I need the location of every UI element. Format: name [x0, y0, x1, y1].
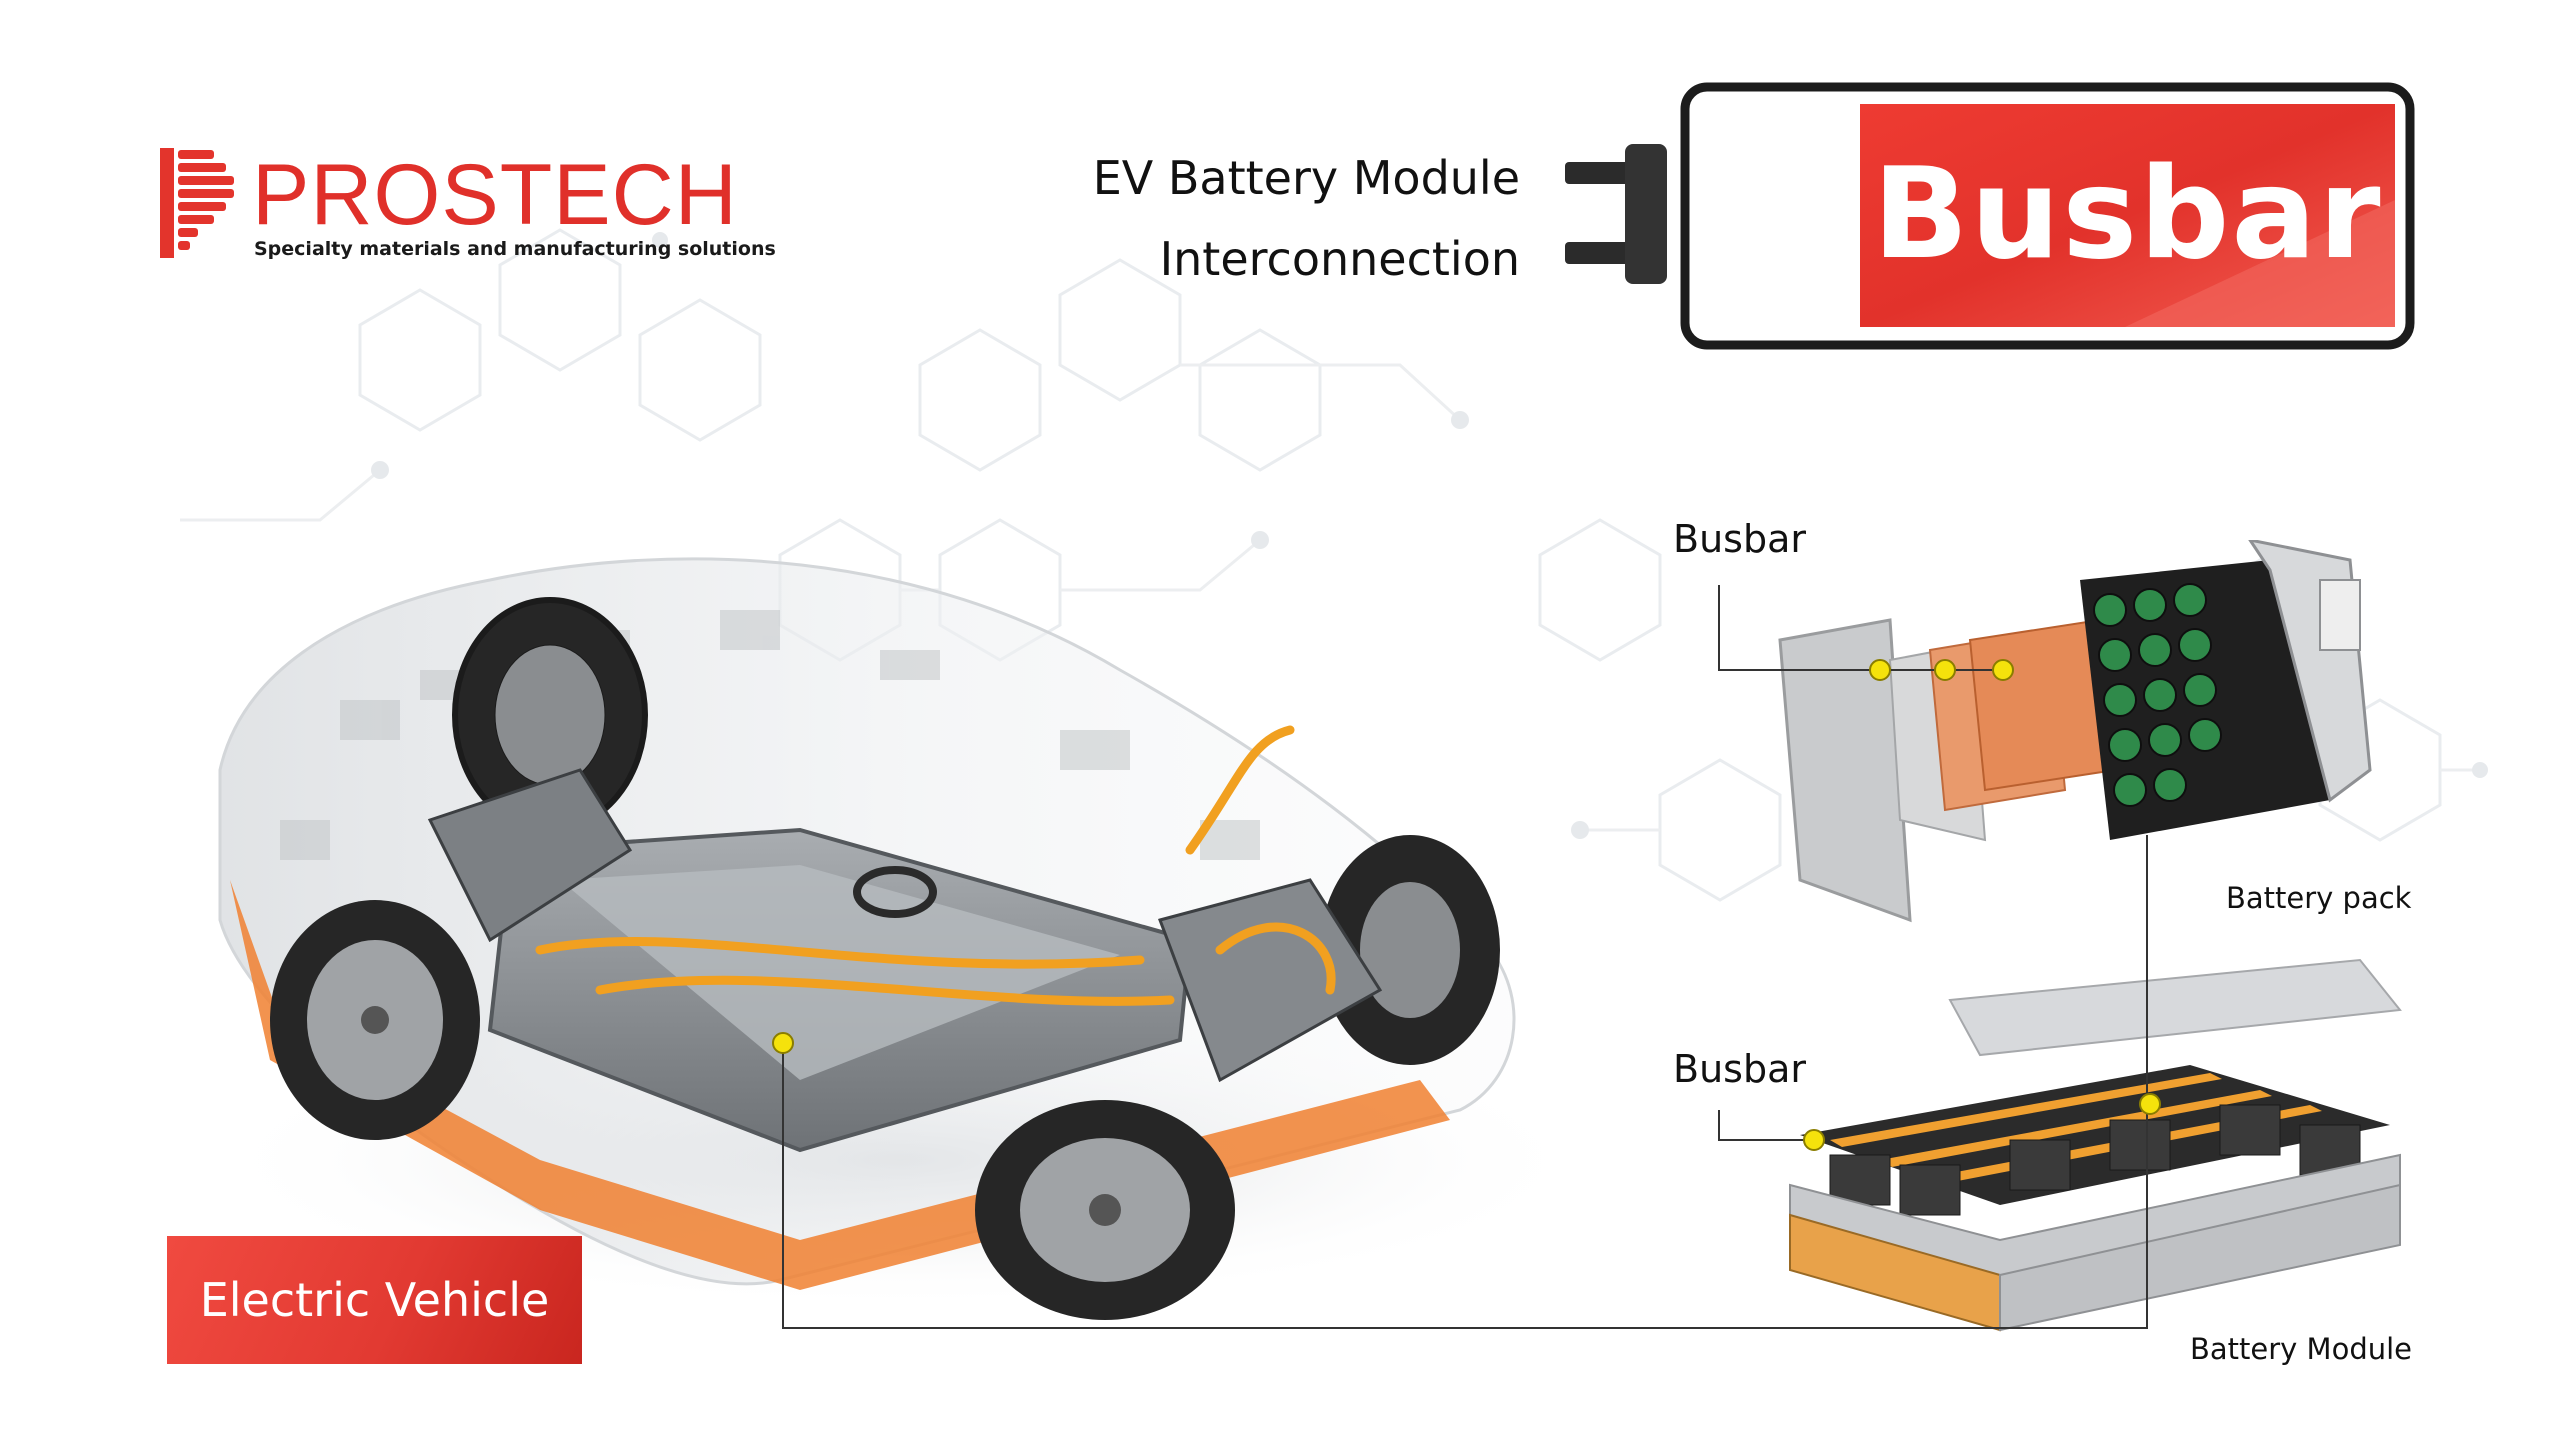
prostech-logo-mark — [160, 148, 234, 258]
battery-hero-graphic: Busbar — [1565, 82, 2415, 352]
marker-busbar-2 — [1934, 659, 1956, 681]
marker-module-busbar — [2139, 1093, 2161, 1115]
busbar-label-top: Busbar — [1673, 517, 1806, 561]
battery-outline-icon — [1565, 82, 2415, 350]
electric-vehicle-chassis-illustration — [200, 557, 1580, 1320]
rear-right-wheel — [1320, 835, 1500, 1065]
busbar-label-bottom: Busbar — [1673, 1047, 1806, 1091]
front-right-wheel — [452, 597, 648, 833]
battery-module-illustration — [1789, 958, 2402, 1332]
battery-pack-caption: Battery pack — [2226, 881, 2412, 915]
rear-left-wheel — [975, 1100, 1235, 1320]
marker-busbar-module — [1803, 1129, 1825, 1151]
marker-busbar-1 — [1869, 659, 1891, 681]
electric-vehicle-badge: Electric Vehicle — [167, 1236, 582, 1364]
front-left-wheel — [270, 900, 480, 1140]
electric-vehicle-badge-label: Electric Vehicle — [199, 1273, 550, 1327]
battery-pack-exploded-illustration — [1778, 540, 2372, 923]
headline-line-1: EV Battery Module — [1092, 151, 1520, 205]
headline-line-2: Interconnection — [1159, 232, 1520, 286]
marker-vehicle-battery — [772, 1032, 794, 1054]
battery-module-caption: Battery Module — [2190, 1332, 2413, 1366]
brand-tagline: Specialty materials and manufacturing so… — [254, 238, 776, 260]
busbar-hero-title: Busbar — [1872, 140, 2383, 287]
brand-name: PROSTECH — [252, 147, 738, 243]
marker-busbar-3 — [1992, 659, 2014, 681]
prostech-logo: PROSTECH Specialty materials and manufac… — [160, 147, 776, 268]
